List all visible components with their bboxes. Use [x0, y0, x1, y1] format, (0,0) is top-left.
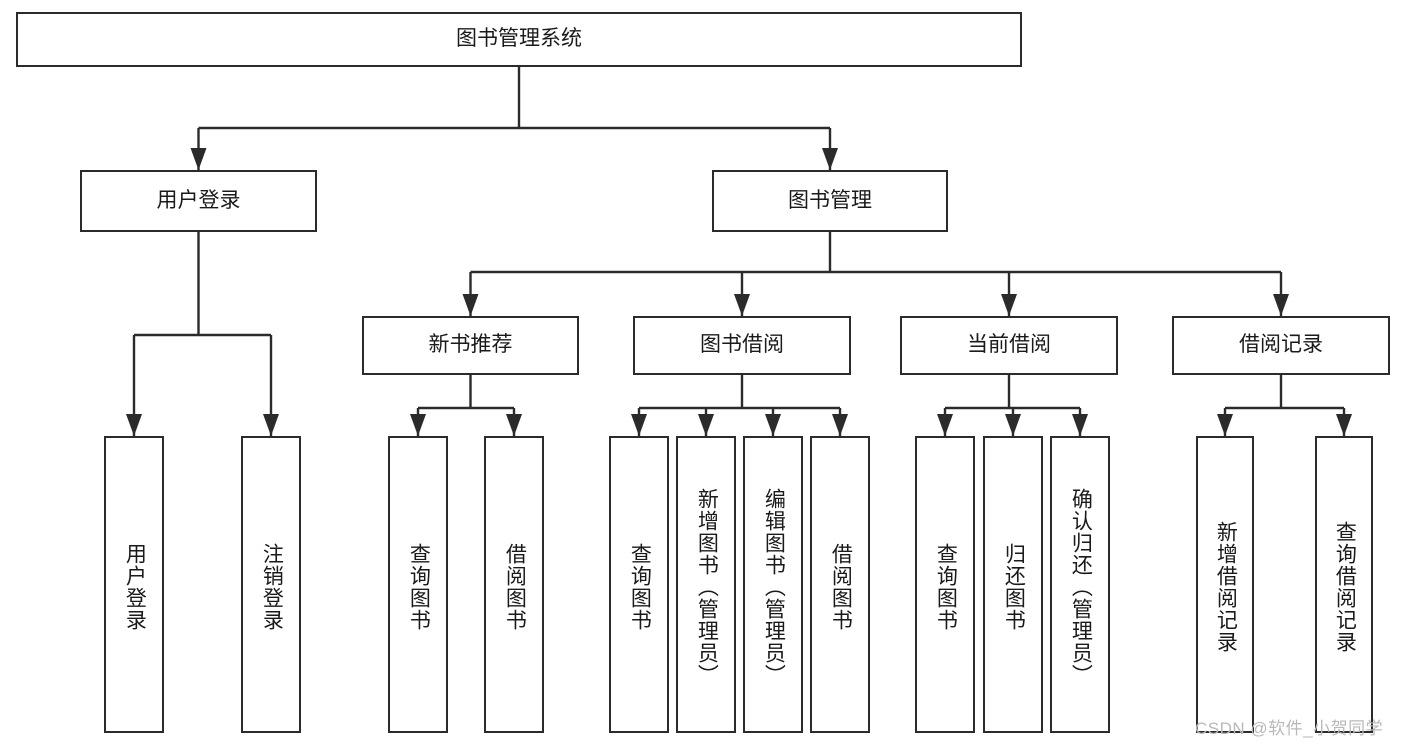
- node-leaf-9[interactable]: 查询图书: [915, 436, 975, 733]
- arrowhead-l1_b: [822, 148, 838, 170]
- node-root[interactable]: 图书管理系统: [16, 12, 1022, 67]
- watermark: CSDN @软件_小贺同学: [1195, 719, 1384, 738]
- arrowhead-leaf_13: [1336, 414, 1352, 436]
- arrowhead-l2_a: [462, 294, 479, 316]
- node-l1-a[interactable]: 用户登录: [80, 170, 317, 232]
- arrowhead-leaf_5: [631, 414, 647, 436]
- node-label: 注销登录: [260, 542, 284, 631]
- arrowhead-leaf_4: [506, 414, 522, 436]
- node-label: 用户登录: [123, 542, 147, 631]
- node-label: 查询图书: [407, 542, 431, 631]
- node-l1-b[interactable]: 图书管理: [712, 170, 948, 232]
- node-l2-d[interactable]: 借阅记录: [1172, 316, 1390, 375]
- node-label: 借阅图书: [829, 542, 853, 631]
- node-label: 借阅记录: [1239, 333, 1323, 357]
- node-leaf-4[interactable]: 借阅图书: [484, 436, 544, 733]
- node-label: 图书管理: [788, 188, 872, 212]
- node-leaf-7[interactable]: 编辑图书（管理员）: [743, 436, 803, 733]
- node-label: 编辑图书（管理员）: [762, 487, 786, 686]
- arrowhead-l1_a: [190, 148, 207, 170]
- arrowhead-l2_c: [1001, 294, 1017, 316]
- arrowhead-l2_d: [1273, 294, 1289, 316]
- arrowhead-leaf_2: [263, 414, 279, 436]
- arrowhead-leaf_9: [937, 414, 953, 436]
- node-leaf-1[interactable]: 用户登录: [104, 436, 164, 733]
- node-label: 图书借阅: [700, 333, 784, 357]
- node-label: 新书推荐: [428, 333, 513, 357]
- node-leaf-10[interactable]: 归还图书: [983, 436, 1043, 733]
- node-leaf-13[interactable]: 查询借阅记录: [1315, 436, 1373, 733]
- node-leaf-8[interactable]: 借阅图书: [810, 436, 870, 733]
- node-leaf-11[interactable]: 确认归还（管理员）: [1050, 436, 1110, 733]
- node-label: 归还图书: [1002, 542, 1026, 631]
- arrowhead-l2_b: [734, 294, 750, 316]
- node-label: 图书管理系统: [456, 27, 582, 51]
- arrowhead-leaf_3: [410, 414, 426, 436]
- node-leaf-3[interactable]: 查询图书: [388, 436, 448, 733]
- node-label: 新增图书（管理员）: [695, 487, 719, 686]
- node-label: 查询借阅记录: [1333, 520, 1357, 653]
- node-l2-c[interactable]: 当前借阅: [900, 316, 1118, 375]
- arrowhead-leaf_1: [126, 414, 142, 436]
- node-label: 查询图书: [628, 542, 652, 631]
- node-leaf-6[interactable]: 新增图书（管理员）: [676, 436, 736, 733]
- node-leaf-5[interactable]: 查询图书: [609, 436, 669, 733]
- arrowhead-leaf_8: [832, 414, 848, 436]
- node-label: 用户登录: [156, 188, 241, 212]
- node-l2-b[interactable]: 图书借阅: [633, 316, 851, 375]
- arrowhead-leaf_7: [765, 414, 781, 436]
- node-leaf-12[interactable]: 新增借阅记录: [1196, 436, 1254, 733]
- node-label: 新增借阅记录: [1214, 520, 1238, 653]
- arrowhead-leaf_10: [1005, 414, 1021, 436]
- node-label: 确认归还（管理员）: [1069, 487, 1093, 686]
- arrowhead-leaf_11: [1072, 414, 1088, 436]
- node-label: 当前借阅: [967, 333, 1051, 357]
- arrowhead-leaf_6: [698, 414, 714, 436]
- arrowhead-leaf_12: [1217, 414, 1233, 436]
- node-label: 查询图书: [934, 542, 958, 631]
- node-label: 借阅图书: [503, 542, 527, 631]
- node-l2-a[interactable]: 新书推荐: [362, 316, 579, 375]
- node-leaf-2[interactable]: 注销登录: [241, 436, 301, 733]
